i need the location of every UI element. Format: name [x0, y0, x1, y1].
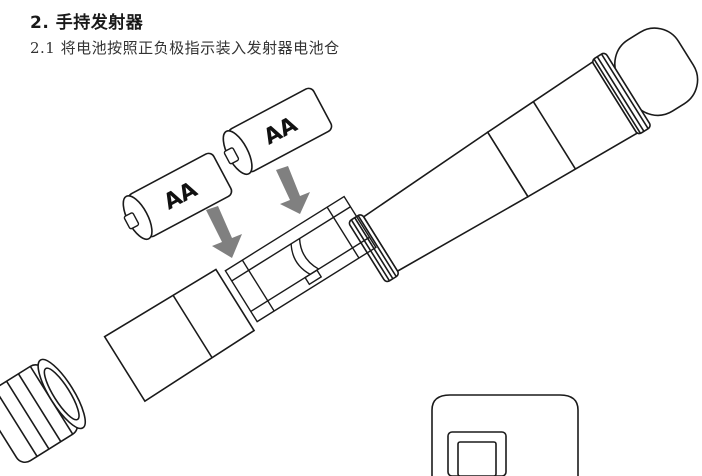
- battery-compartment: [224, 195, 377, 323]
- battery-cover-sleeve: [103, 268, 256, 403]
- section-heading: 2. 手持发射器: [30, 13, 144, 33]
- insert-arrow-left: [206, 206, 242, 258]
- microphone-body: [348, 27, 699, 283]
- step-instruction: 2.1 将电池按照正负极指示装入发射器电池仓: [30, 39, 340, 57]
- knurled-end-cap: [0, 358, 87, 464]
- aa-battery-left: AA: [122, 152, 233, 241]
- insert-arrow-right: [276, 166, 310, 214]
- aa-battery-right: AA: [222, 87, 333, 176]
- transmitter-bottom-view: [431, 394, 579, 476]
